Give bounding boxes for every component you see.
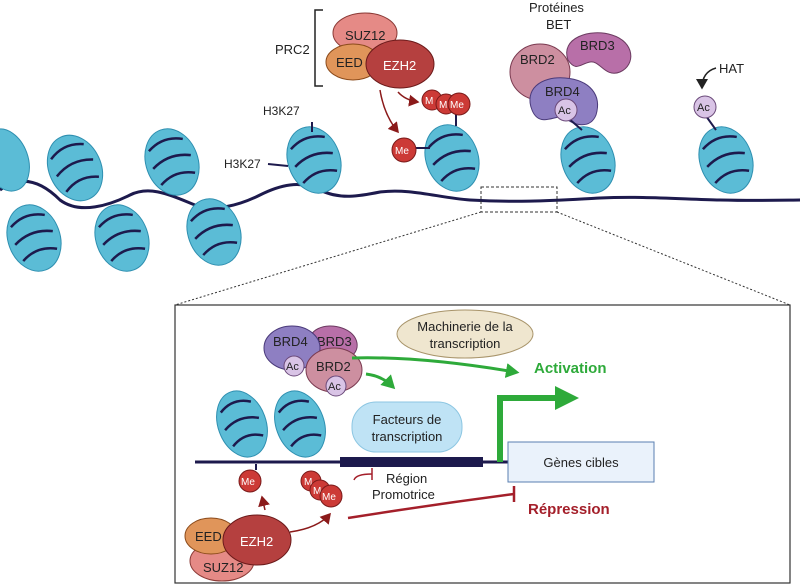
- brd4-label: BRD4: [273, 334, 308, 349]
- repression-inhibit-promoter: [353, 473, 373, 481]
- methyl-label: M: [425, 96, 433, 107]
- zoom-region: [480, 186, 558, 213]
- histone-tail: [267, 163, 289, 167]
- h3k27-label-1: H3K27: [263, 104, 300, 118]
- methylation-arrow: [397, 91, 420, 107]
- brd2-label: BRD2: [520, 52, 555, 67]
- brd3-label: BRD3: [580, 38, 615, 53]
- acetyl-label: Ac: [286, 361, 299, 373]
- nucleosome: [46, 134, 104, 202]
- repression-label: Répression: [528, 501, 610, 518]
- nucleosome: [424, 124, 480, 192]
- methylation-arrow: [379, 89, 399, 134]
- nucleosome: [216, 390, 268, 458]
- nucleosome: [274, 390, 326, 458]
- repression-arrow: [347, 492, 515, 520]
- brd3-label: BRD3: [317, 334, 352, 349]
- methyl-label: M: [313, 486, 321, 497]
- activation-label: Activation: [534, 360, 607, 377]
- acetyl-mark: [693, 95, 717, 119]
- suz12-label: SUZ12: [345, 28, 385, 43]
- nucleosome: [560, 126, 616, 194]
- acetyl-label: Ac: [697, 102, 710, 114]
- machinerie-label-1: Machinerie de la: [417, 319, 513, 334]
- brd2-label: BRD2: [316, 359, 351, 374]
- facteurs-label-1: Facteurs de: [373, 412, 442, 427]
- ezh2-label: EZH2: [240, 534, 273, 549]
- hat-arrow: [696, 67, 717, 90]
- eed-label: EED: [195, 529, 222, 544]
- nucleosome: [6, 204, 62, 272]
- methyl-label: Me: [450, 100, 464, 111]
- activation-arrow-thin: [351, 356, 520, 378]
- methyl-mark: [319, 484, 343, 508]
- ezh2-label: EZH2: [383, 58, 416, 73]
- facteurs-bubble: [351, 401, 463, 453]
- region-label-1: Région: [386, 471, 427, 486]
- zoom-line-right: [556, 211, 791, 306]
- eed-label: EED: [336, 55, 363, 70]
- activation-arrow-small: [365, 372, 396, 390]
- acetyl-label: Ac: [558, 105, 571, 117]
- brd4-label: BRD4: [545, 84, 580, 99]
- methyl-mark: [391, 137, 417, 163]
- hat-label: HAT: [719, 61, 744, 76]
- methyl-label: Me: [241, 477, 255, 488]
- methyl-label: M: [439, 100, 447, 111]
- facteurs-label-2: transcription: [372, 429, 443, 444]
- suz12-label: SUZ12: [203, 560, 243, 575]
- methyl-label: Me: [322, 492, 336, 503]
- acetyl-mark: [283, 355, 305, 377]
- acetyl-label: Ac: [328, 381, 341, 393]
- genes-cibles-label: Gènes cibles: [543, 455, 619, 470]
- methyl-label: Me: [395, 146, 409, 157]
- methyl-mark: [447, 92, 471, 116]
- region-label-2: Promotrice: [372, 487, 435, 502]
- machinerie-label-2: transcription: [430, 336, 501, 351]
- machinerie-bubble: [396, 309, 534, 359]
- promoter-region: [340, 457, 483, 467]
- nucleosome: [286, 126, 342, 194]
- methylation-arrow: [289, 512, 331, 533]
- genes-cibles-box: [507, 441, 655, 483]
- ezh2-protein: [365, 39, 435, 89]
- nucleosome: [94, 204, 150, 272]
- zoom-line-left: [174, 211, 482, 306]
- prc2-label: PRC2: [275, 42, 310, 57]
- brd3-protein: [566, 32, 632, 74]
- prc2-bracket: [314, 9, 323, 87]
- nucleosome: [0, 128, 30, 192]
- dna-fiber: [0, 179, 800, 210]
- ezh2-protein: [222, 514, 292, 566]
- nucleosome: [144, 128, 200, 196]
- nucleosome: [698, 126, 754, 194]
- acetyl-mark: [554, 98, 578, 122]
- methyl-label: M: [304, 477, 312, 488]
- methyl-mark: [238, 469, 262, 493]
- activation-arrow-main: [497, 386, 579, 462]
- h3k27-label-2: H3K27: [224, 157, 261, 171]
- nucleosome: [186, 198, 242, 266]
- bet-label: BET: [546, 17, 571, 32]
- methylation-arrow: [258, 495, 270, 511]
- acetyl-mark: [325, 375, 347, 397]
- proteines-label: Protéines: [529, 0, 584, 15]
